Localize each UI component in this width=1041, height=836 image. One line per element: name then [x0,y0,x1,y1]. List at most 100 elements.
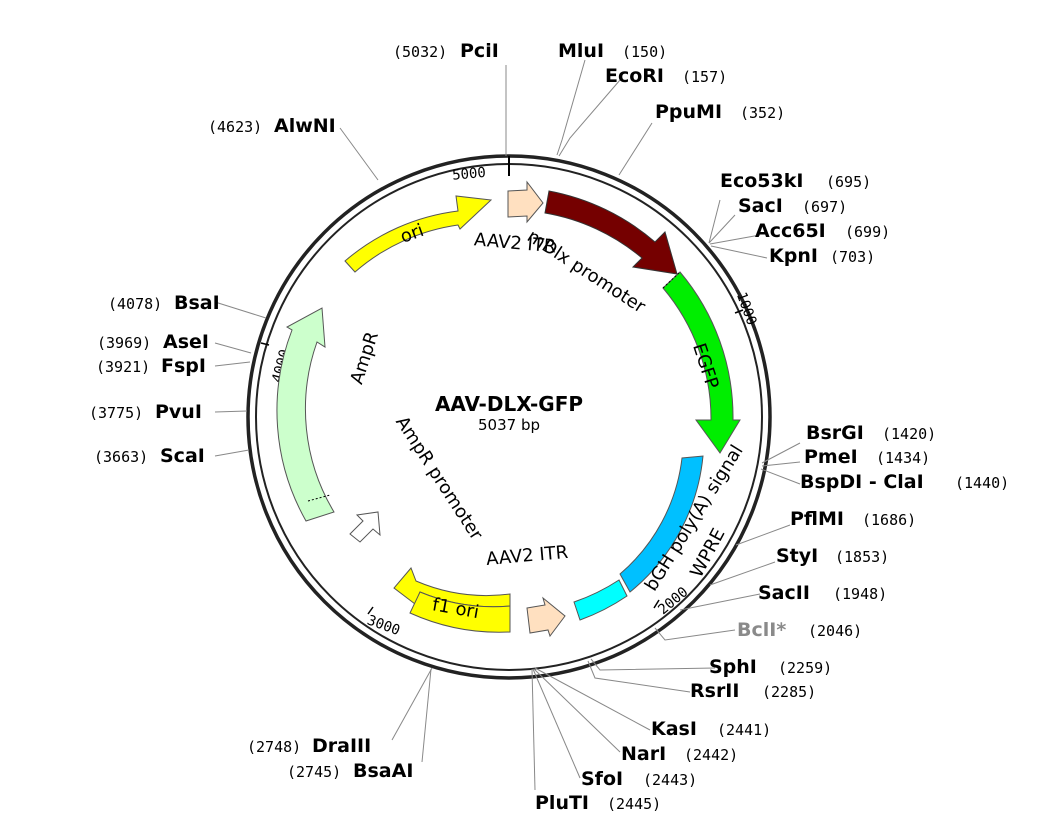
connector-bsai [214,301,267,319]
site-acc65i[interactable]: Acc65I (699) [755,220,890,242]
site-pos: (3663) [94,448,148,466]
site-enzyme: BspDI - ClaI [800,471,924,493]
connector-mlui [556,59,586,156]
site-scai[interactable]: (3663) ScaI [94,445,205,467]
feature-ori[interactable] [344,195,493,273]
site-pos: (1440) [955,474,1009,492]
connector-sphi [590,658,716,671]
site-enzyme: PflMI [790,508,844,530]
site-bcli[interactable]: BclI* (2046) [737,619,862,641]
site-pos: (157) [682,68,727,86]
site-pos: (4078) [108,295,162,313]
site-enzyme: PmeI [804,446,858,468]
site-enzyme: BclI* [737,619,786,641]
site-enzyme: RsrII [690,680,739,702]
connector-pluti [531,668,536,791]
site-bspdi-clai[interactable]: BspDI - ClaI (1440) [800,471,1009,493]
site-pflmi[interactable]: PflMI (1686) [790,508,916,530]
site-bsai[interactable]: (4078) BsaI [108,292,220,314]
tick-mark-2000 [653,599,660,609]
site-pos: (1853) [835,548,889,566]
site-rsrii[interactable]: RsrII (2285) [690,680,816,702]
connector-bcli [654,627,736,641]
site-pos: (2259) [778,659,832,677]
site-enzyme: FspI [161,355,206,377]
site-connectors [214,59,801,791]
site-enzyme: NarI [621,743,666,765]
site-kpni[interactable]: KpnI (703) [769,245,875,267]
connector-sacii [679,593,761,611]
connector-bsrgi [761,442,801,464]
site-enzyme: Eco53kI [720,170,803,192]
site-enzyme: AlwNI [274,115,336,137]
feature-bgh[interactable] [573,579,628,621]
site-styi[interactable]: StyI (1853) [776,545,889,567]
feature-label-ampr: AmpR [346,329,383,387]
site-pos: (2443) [643,771,697,789]
site-pvui[interactable]: (3775) PvuI [89,401,202,423]
site-pos: (3969) [97,334,151,352]
connector-pflmi [735,524,791,546]
site-bsaai[interactable]: (2745) BsaAI [287,760,413,782]
feature-egfp[interactable] [662,271,741,454]
site-pos: (3775) [89,404,143,422]
feature-mdlx[interactable] [544,190,678,275]
site-pos: (2745) [287,763,341,781]
site-enzyme: BsaI [174,292,220,314]
connector-styi [709,561,776,586]
site-asei[interactable]: (3969) AseI [97,331,209,353]
feature-ampr-promoter[interactable] [349,511,381,543]
connector-rsrii [587,660,691,693]
feature-wpre[interactable] [619,455,704,593]
site-sphi[interactable]: SphI (2259) [709,656,832,678]
site-enzyme: PpuMI [655,101,722,123]
connector-fspi [214,361,251,367]
site-saci[interactable]: SacI (697) [738,195,847,217]
site-pluti[interactable]: PluTI (2445) [535,792,661,814]
site-pos: (5032) [393,43,447,61]
site-fspi[interactable]: (3921) FspI [96,355,206,377]
site-pmei[interactable]: PmeI (1434) [804,446,930,468]
site-alwni[interactable]: (4623) AlwNI [208,115,336,137]
connector-acc65i [709,234,761,245]
feature-ampr[interactable] [276,307,335,522]
site-pos: (699) [845,223,890,241]
connector-ecori [558,79,621,157]
site-enzyme: BsrGI [806,422,864,444]
feature-aav2-itr-left[interactable] [507,180,544,224]
site-draiii[interactable]: (2748) DraIII [247,735,371,757]
connector-bspdi [760,468,801,485]
connector-sfoi [532,668,581,779]
site-enzyme: StyI [776,545,818,567]
site-mlui[interactable]: MluI (150) [558,40,667,62]
site-nari[interactable]: NarI (2442) [621,743,738,765]
site-pos: (2046) [808,622,862,640]
plasmid-name: AAV-DLX-GFP [435,392,583,416]
connector-asei [214,342,252,354]
site-ecori[interactable]: EcoRI (157) [605,65,727,87]
connector-kpni [710,245,768,259]
site-pos: (150) [622,43,667,61]
tick-label-3000: 3000 [365,612,402,639]
site-eco53ki[interactable]: Eco53kI (695) [720,170,871,192]
site-enzyme: PluTI [535,792,589,814]
site-pos: (2285) [762,683,816,701]
site-enzyme: PvuI [155,401,202,423]
plasmid-length: 5037 bp [478,416,540,434]
connector-scai [214,449,250,457]
site-kasi[interactable]: KasI (2441) [651,718,771,740]
feature-label-ampr-promoter: AmpR promoter [391,412,487,544]
site-enzyme: SacII [758,582,810,604]
site-bsrgi[interactable]: BsrGI (1420) [806,422,936,444]
site-pos: (695) [826,173,871,191]
site-pcii[interactable]: (5032) PciI [393,40,499,62]
connector-pmei [761,461,801,467]
site-ppumi[interactable]: PpuMI (352) [655,101,785,123]
site-sfoi[interactable]: SfoI (2443) [581,768,697,790]
feature-aav2-itr-right[interactable] [526,596,566,638]
site-pos: (1434) [876,449,930,467]
site-sacii[interactable]: SacII (1948) [758,582,887,604]
connector-ppumi [618,122,653,176]
site-enzyme: BsaAI [353,760,413,782]
